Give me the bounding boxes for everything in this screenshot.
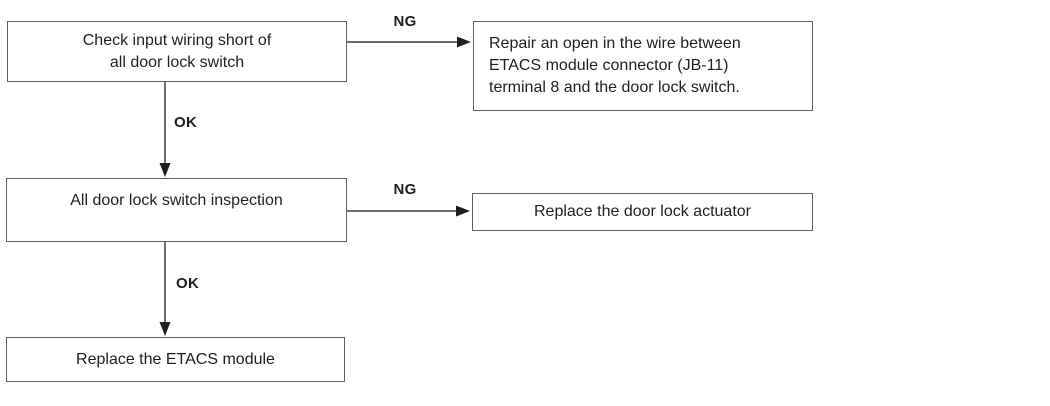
node-replace-door-lock-actuator: Replace the door lock actuator bbox=[472, 193, 813, 231]
node-replace-etacs-module-label: Replace the ETACS module bbox=[76, 350, 275, 368]
node-check-input-wiring-line2: all door lock switch bbox=[109, 53, 245, 71]
node-check-input-wiring: Check input wiring short of all door loc… bbox=[7, 21, 347, 82]
node-replace-etacs-module: Replace the ETACS module bbox=[6, 337, 345, 382]
arrowhead-ng-1 bbox=[457, 36, 471, 48]
edge-label-ok-1: OK bbox=[174, 114, 198, 131]
node-door-lock-switch-inspection: All door lock switch inspection bbox=[6, 178, 347, 242]
node-door-lock-switch-inspection-label: All door lock switch inspection bbox=[70, 192, 283, 209]
node-replace-door-lock-actuator-label: Replace the door lock actuator bbox=[533, 203, 751, 220]
node-repair-open-wire-line1: Repair an open in the wire between bbox=[489, 35, 741, 52]
node-check-input-wiring-line1: Check input wiring short of bbox=[82, 31, 272, 49]
edge-label-ng-1: NG bbox=[393, 13, 417, 30]
edge-label-ok-2: OK bbox=[176, 275, 200, 292]
arrowhead-ng-2 bbox=[456, 205, 470, 217]
node-repair-open-wire: Repair an open in the wire between ETACS… bbox=[473, 21, 813, 111]
arrowhead-ok-1 bbox=[159, 163, 171, 177]
arrowhead-ok-2 bbox=[159, 322, 171, 336]
edge-label-ng-2: NG bbox=[393, 181, 417, 198]
node-repair-open-wire-line3: terminal 8 and the door lock switch. bbox=[489, 79, 740, 96]
node-repair-open-wire-line2: ETACS module connector (JB-11) bbox=[489, 57, 729, 74]
